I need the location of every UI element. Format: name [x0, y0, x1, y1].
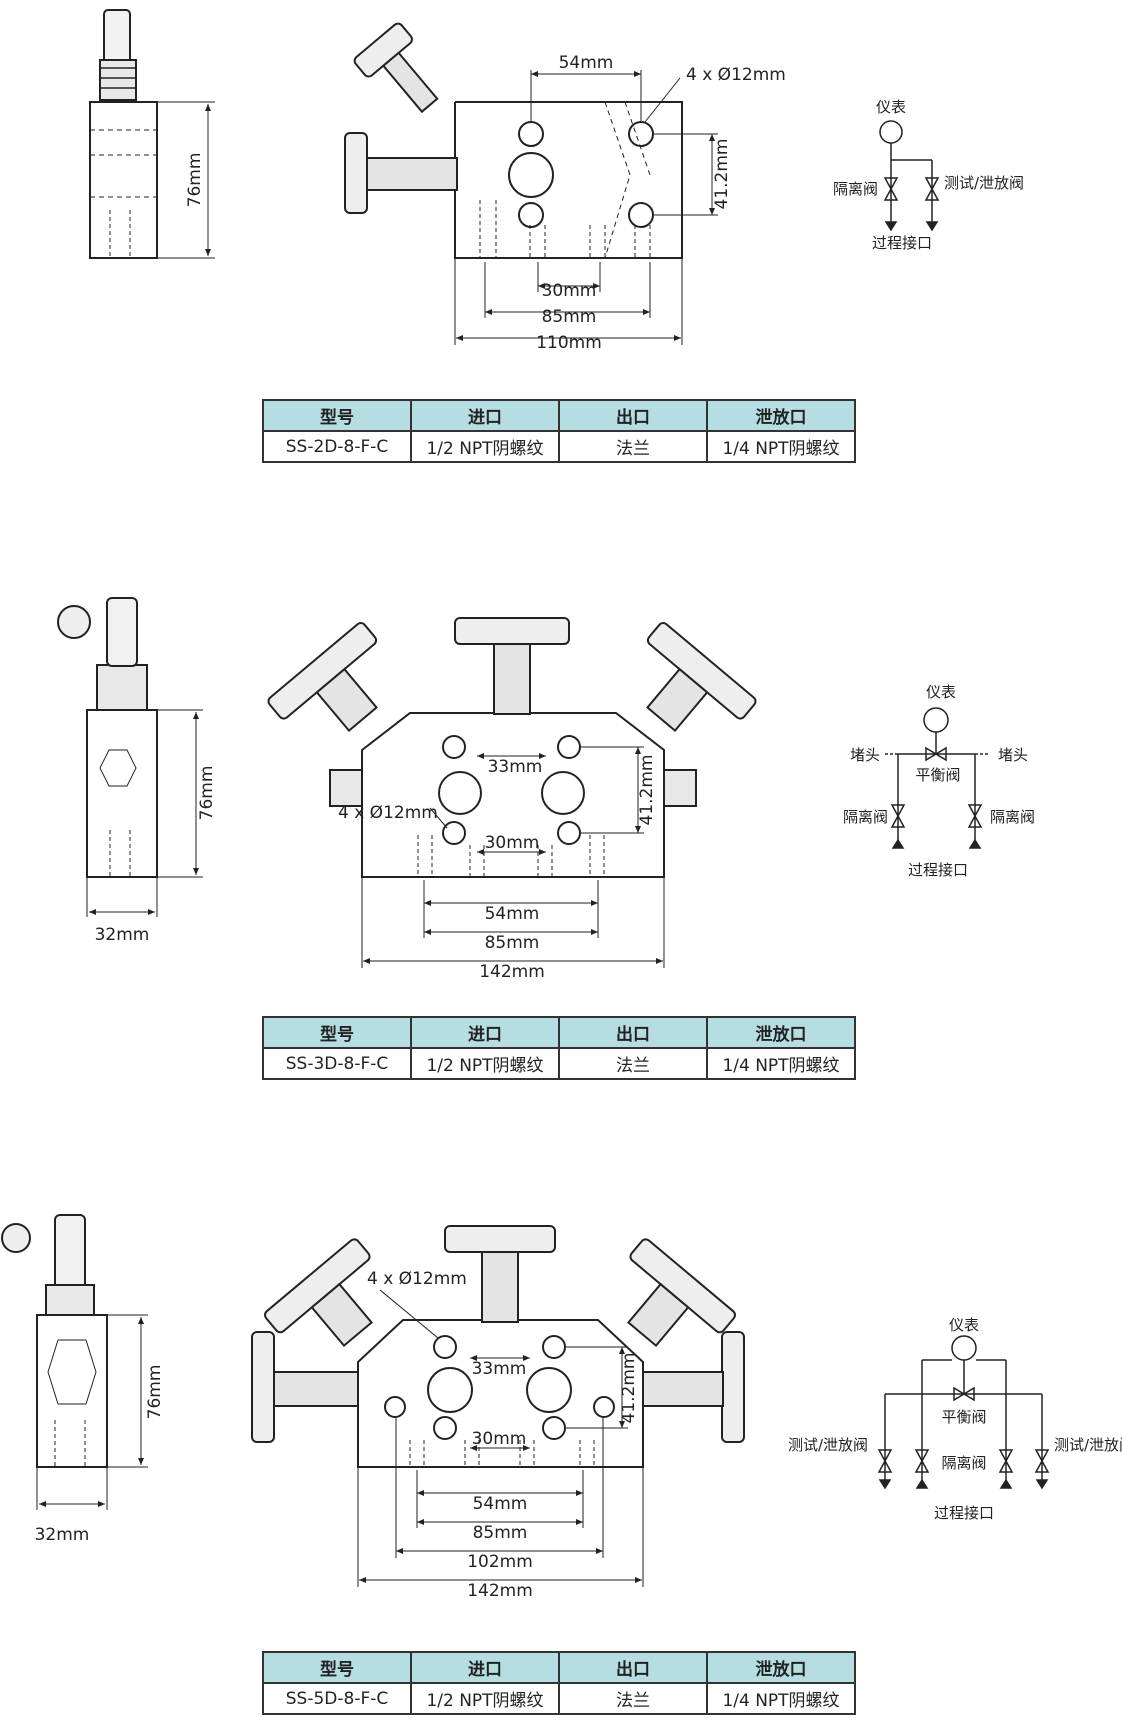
section3-front-view — [251, 1225, 745, 1468]
table-cell-model: SS-3D-8-F-C — [262, 1047, 412, 1080]
table-header-model: 型号 — [262, 399, 412, 432]
section2-label-holes: 4 x Ø12mm — [338, 803, 438, 823]
section3-sch-test-l: 测试/泄放阀 — [788, 1436, 868, 1454]
section2-label-41-2mm: 41.2mm — [637, 755, 657, 826]
table-header-inlet: 进口 — [410, 1016, 560, 1049]
section3-label-41-2mm: 41.2mm — [619, 1353, 639, 1424]
section2-sch-plug-r: 堵头 — [998, 746, 1028, 764]
section3-sch-process: 过程接口 — [934, 1504, 994, 1522]
table-header-inlet: 进口 — [410, 399, 560, 432]
section1-sch-test: 测试/泄放阀 — [944, 174, 1024, 192]
section1-label-54mm: 54mm — [559, 53, 614, 73]
section1-label-76mm: 76mm — [185, 153, 205, 208]
section3-sch-iso: 隔离阀 — [941, 1454, 986, 1472]
section2-label-54mm: 54mm — [485, 904, 540, 924]
table-header-outlet: 出口 — [558, 1651, 708, 1684]
section3-sch-instrument: 仪表 — [949, 1316, 979, 1334]
section3-schematic — [877, 1335, 1050, 1490]
section3-label-33mm: 33mm — [472, 1359, 527, 1379]
section2-sch-plug-l: 堵头 — [850, 746, 880, 764]
table-cell-inlet: 1/2 NPT阴螺纹 — [410, 1682, 560, 1715]
table-header-inlet: 进口 — [410, 1651, 560, 1684]
section3-label-30mm: 30mm — [472, 1429, 527, 1449]
table-cell-vent: 1/4 NPT阴螺纹 — [706, 1682, 856, 1715]
section2-sch-balance: 平衡阀 — [915, 766, 960, 784]
table-cell-outlet: 法兰 — [558, 1682, 708, 1715]
table-cell-model: SS-5D-8-F-C — [262, 1682, 412, 1715]
section2-label-142mm: 142mm — [479, 962, 545, 982]
section1-label-30mm: 30mm — [542, 281, 597, 301]
section2-label-33mm: 33mm — [488, 757, 543, 777]
section2-label-30mm: 30mm — [485, 833, 540, 853]
section2-schematic — [885, 707, 988, 849]
section2-label-76mm: 76mm — [197, 766, 217, 821]
section2-side-dims — [86, 709, 203, 917]
section1-schematic — [879, 120, 940, 232]
section2-side-view — [57, 597, 158, 878]
section2-label-32mm: 32mm — [95, 925, 150, 945]
section1-label-85mm: 85mm — [542, 307, 597, 327]
section3-side-view — [1, 1214, 108, 1468]
section2-spec-table: 型号 进口 出口 泄放口 SS-3D-8-F-C 1/2 NPT阴螺纹 法兰 1… — [262, 1016, 856, 1080]
table-cell-inlet: 1/2 NPT阴螺纹 — [410, 1047, 560, 1080]
section1-label-110mm: 110mm — [536, 333, 602, 353]
section3-label-142mm: 142mm — [467, 1581, 533, 1601]
section2-label-85mm: 85mm — [485, 933, 540, 953]
section1-sch-instrument: 仪表 — [876, 98, 906, 116]
section1-dim-76 — [157, 101, 215, 259]
table-cell-outlet: 法兰 — [558, 430, 708, 463]
section3-side-dims — [36, 1314, 148, 1510]
table-cell-vent: 1/4 NPT阴螺纹 — [706, 1047, 856, 1080]
section2-sch-iso-l: 隔离阀 — [843, 808, 888, 826]
section3-label-85mm: 85mm — [473, 1523, 528, 1543]
section1-front-view — [344, 22, 683, 259]
table-cell-vent: 1/4 NPT阴螺纹 — [706, 430, 856, 463]
section3-label-102mm: 102mm — [467, 1552, 533, 1572]
section1-label-holes: 4 x Ø12mm — [686, 65, 786, 85]
section1-sch-iso: 隔离阀 — [833, 180, 878, 198]
section3-label-54mm: 54mm — [473, 1494, 528, 1514]
table-cell-model: SS-2D-8-F-C — [262, 430, 412, 463]
table-cell-outlet: 法兰 — [558, 1047, 708, 1080]
table-header-model: 型号 — [262, 1651, 412, 1684]
section2-sch-iso-r: 隔离阀 — [990, 808, 1035, 826]
section1-dims — [454, 70, 718, 345]
section1-spec-table: 型号 进口 出口 泄放口 SS-2D-8-F-C 1/2 NPT阴螺纹 法兰 1… — [262, 399, 856, 463]
table-header-vent: 泄放口 — [706, 399, 856, 432]
section3-sch-balance: 平衡阀 — [941, 1408, 986, 1426]
section2-front-view — [267, 617, 757, 878]
section1-sch-process: 过程接口 — [872, 234, 932, 252]
section2-dims — [361, 746, 665, 968]
section3-spec-table: 型号 进口 出口 泄放口 SS-5D-8-F-C 1/2 NPT阴螺纹 法兰 1… — [262, 1651, 856, 1715]
table-cell-inlet: 1/2 NPT阴螺纹 — [410, 430, 560, 463]
section1-label-41-2mm: 41.2mm — [712, 139, 732, 210]
section1-side-view — [89, 9, 158, 259]
table-header-model: 型号 — [262, 1016, 412, 1049]
section3-sch-test-r: 测试/泄放阀 — [1054, 1436, 1122, 1454]
section2-sch-process: 过程接口 — [908, 861, 968, 879]
table-header-vent: 泄放口 — [706, 1651, 856, 1684]
section3-label-32mm: 32mm — [35, 1525, 90, 1545]
table-header-outlet: 出口 — [558, 1016, 708, 1049]
table-header-outlet: 出口 — [558, 399, 708, 432]
section3-dims — [357, 1289, 644, 1587]
table-header-vent: 泄放口 — [706, 1016, 856, 1049]
section3-label-holes: 4 x Ø12mm — [367, 1269, 467, 1289]
section3-label-76mm: 76mm — [145, 1365, 165, 1420]
section2-sch-instrument: 仪表 — [926, 683, 956, 701]
